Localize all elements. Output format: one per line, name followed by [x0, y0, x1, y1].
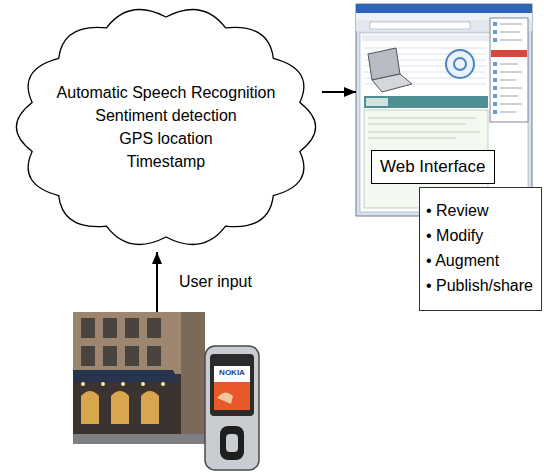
illustration-part [81, 391, 159, 424]
illustration-part [81, 391, 99, 424]
list-item: • Review [426, 198, 533, 223]
illustration-part [493, 70, 497, 74]
illustration-part [490, 18, 528, 122]
illustration-part [500, 72, 522, 73]
illustration-part [500, 24, 522, 112]
illustration-part [454, 58, 466, 70]
illustration-part [220, 426, 244, 460]
illustration-part [446, 50, 474, 78]
illustration-part [493, 30, 497, 34]
illustration-part [368, 118, 480, 138]
illustration-part [125, 318, 139, 338]
illustration-part [500, 88, 522, 89]
illustration-part [368, 138, 456, 139]
illustration-part [81, 382, 165, 386]
illustration-part [81, 382, 85, 386]
illustration-part [81, 318, 161, 366]
illustration-part [493, 78, 497, 82]
illustration-part [500, 104, 522, 105]
feature-list-box: • Review• Modify• Augment• Publish/share [419, 187, 542, 311]
illustration-part [500, 24, 522, 25]
hotel-photo [73, 312, 205, 444]
illustration-part [226, 434, 238, 452]
phone-and-photo: NOKIA [73, 312, 261, 470]
cloud-text: Automatic Speech RecognitionSentiment de… [10, 2, 322, 252]
flow-arrow [322, 91, 356, 93]
illustration-part [500, 80, 516, 81]
illustration-part [101, 382, 105, 386]
illustration-part [356, 4, 532, 216]
cloud-shape: Automatic Speech RecognitionSentiment de… [10, 2, 322, 252]
illustration-part [372, 74, 412, 92]
cloud-path [16, 10, 315, 245]
mobile-phone [205, 346, 259, 470]
illustration-part [366, 98, 388, 106]
illustration-part [111, 391, 129, 424]
illustration-part [493, 38, 497, 42]
illustration-part [141, 391, 159, 424]
illustration-part [500, 96, 518, 97]
illustration-part [147, 318, 161, 338]
illustration-part [500, 64, 518, 65]
illustration-part [500, 40, 522, 41]
illustration-part [214, 366, 250, 410]
illustration-part [103, 346, 117, 366]
illustration-part [364, 48, 486, 49]
cloud-item: Sentiment detection [95, 104, 236, 127]
illustration-part [217, 392, 233, 404]
illustration-part [73, 312, 205, 444]
illustration-part [493, 94, 497, 98]
illustration-part [370, 22, 470, 29]
illustration-part [500, 32, 520, 33]
illustration-part [364, 96, 488, 108]
cloud-outline [10, 2, 322, 252]
illustration-part [493, 110, 497, 114]
browser-screenshot [356, 4, 532, 216]
illustration-part [214, 382, 250, 410]
illustration-part [81, 346, 95, 366]
illustration-part [125, 346, 139, 366]
illustration-part [210, 354, 254, 416]
illustration-part [491, 50, 527, 57]
illustration-part [73, 434, 205, 444]
illustration-part [103, 318, 117, 338]
illustration-part [205, 346, 259, 470]
illustration-part [368, 132, 480, 133]
illustration-part [181, 312, 205, 444]
list-item: • Modify [426, 223, 533, 248]
illustration-part [493, 62, 497, 66]
illustration-part [493, 86, 497, 90]
cloud-item: Timestamp [127, 150, 206, 173]
web-interface-screenshot: Web Interface [356, 4, 532, 216]
cloud-item: Automatic Speech Recognition [57, 81, 276, 104]
illustration-part [161, 382, 165, 386]
illustration-part [81, 318, 95, 338]
flow-arrow [156, 252, 158, 312]
illustration-part [141, 382, 145, 386]
illustration-part [493, 22, 497, 26]
illustration-part [368, 118, 476, 119]
illustration-part [493, 22, 497, 114]
illustration-part [500, 112, 516, 113]
illustration-part [73, 370, 179, 382]
web-interface-label: Web Interface [371, 150, 495, 184]
illustration-part [368, 124, 466, 125]
list-item: • Augment [426, 248, 533, 273]
cloud-item: GPS location [119, 127, 212, 150]
illustration-part [493, 102, 497, 106]
edge-label: User input [177, 272, 254, 292]
list-item: • Publish/share [426, 273, 533, 298]
illustration-part [73, 374, 181, 434]
illustration-part [121, 382, 125, 386]
phone-brand: NOKIA [214, 366, 250, 380]
illustration-part [356, 4, 532, 13]
illustration-part [147, 346, 161, 366]
